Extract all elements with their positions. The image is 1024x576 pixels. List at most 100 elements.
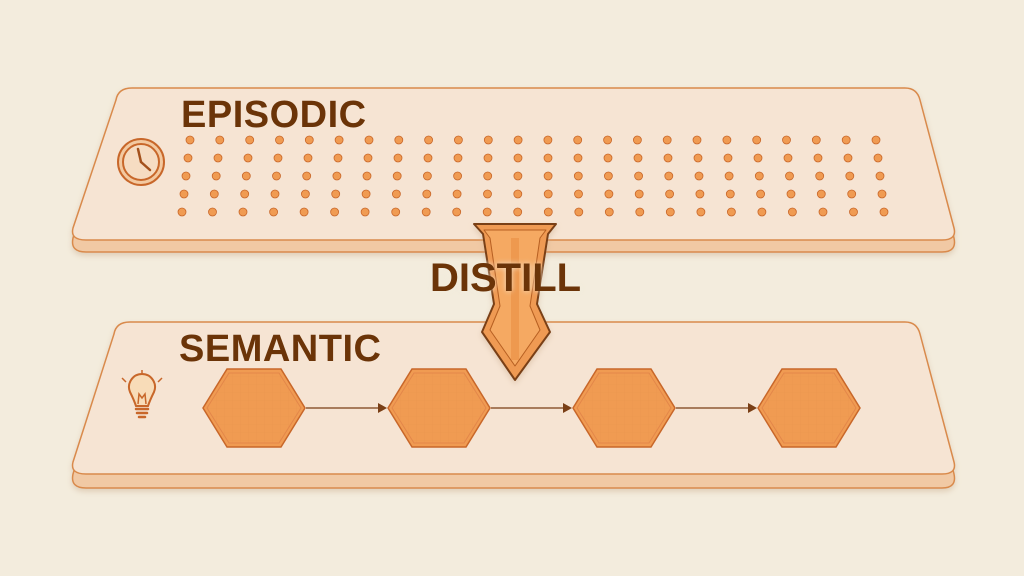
episodic-dot (513, 207, 523, 217)
episodic-dot (788, 207, 797, 217)
episodic-dot (483, 171, 493, 181)
episodic-dot (208, 207, 217, 217)
episodic-dot (725, 189, 735, 199)
episodic-dot (213, 153, 223, 163)
episodic-dot (574, 189, 583, 199)
arrow-down-icon (473, 223, 557, 381)
episodic-dot (696, 207, 706, 217)
episodic-dot (483, 189, 492, 199)
episodic-dot (664, 171, 674, 181)
episodic-dot (543, 171, 553, 181)
episodic-dot (331, 189, 341, 199)
episodic-dot (513, 189, 523, 199)
episodic-dot (693, 153, 703, 163)
episodic-dot (818, 207, 828, 217)
episodic-dot (245, 135, 255, 145)
episodic-dot (179, 189, 189, 199)
episodic-dot (424, 135, 434, 145)
episodic-dot (334, 135, 344, 145)
episodic-dot (604, 207, 614, 217)
episodic-dot (363, 153, 373, 163)
episodic-dot (392, 171, 402, 181)
episodic-dot (633, 135, 642, 145)
episodic-dot (815, 171, 825, 181)
episodic-dot (273, 153, 283, 163)
episodic-dot (364, 135, 374, 145)
episodic-dot (634, 171, 643, 181)
episodic-dot (603, 153, 613, 163)
episodic-dot (782, 135, 791, 145)
episodic-dot (421, 207, 431, 217)
episodic-dot (332, 171, 342, 181)
episodic-dot (362, 171, 372, 181)
episodic-dot (275, 135, 284, 145)
semantic-label: SEMANTIC (179, 328, 382, 370)
episodic-dot (845, 171, 855, 181)
episodic-dot-grid (177, 135, 889, 217)
episodic-dot (635, 207, 645, 217)
episodic-dot (813, 153, 823, 163)
episodic-label: EPISODIC (181, 94, 367, 136)
episodic-dot (330, 207, 340, 217)
episodic-dot (722, 135, 732, 145)
semantic-panel (71, 321, 956, 489)
episodic-dot (662, 135, 672, 145)
episodic-dot (871, 135, 881, 145)
episodic-dot (757, 207, 767, 217)
episodic-dot (694, 171, 704, 181)
episodic-dot (453, 153, 463, 163)
episodic-dot (753, 153, 763, 163)
episodic-dot (269, 207, 279, 217)
episodic-dot (238, 207, 248, 217)
episodic-dot (483, 153, 493, 163)
episodic-dot (727, 207, 736, 217)
episodic-dot (513, 153, 523, 163)
episodic-dot (393, 153, 403, 163)
semantic-link-arrowhead (378, 403, 387, 413)
episodic-dot (665, 207, 675, 217)
episodic-dot (241, 171, 251, 181)
episodic-dot (482, 207, 492, 217)
episodic-dot (243, 153, 253, 163)
episodic-dot (663, 153, 673, 163)
episodic-dot (695, 189, 705, 199)
semantic-link-arrowhead (748, 403, 757, 413)
episodic-dot (543, 207, 553, 217)
episodic-dot (422, 171, 432, 181)
episodic-dot (423, 153, 433, 163)
episodic-dot (391, 207, 401, 217)
episodic-dot (785, 171, 794, 181)
episodic-dot (183, 153, 193, 163)
episodic-dot (394, 135, 404, 145)
semantic-panel-top (71, 321, 956, 475)
episodic-dot (211, 171, 221, 181)
episodic-dot (633, 153, 643, 163)
episodic-dot (724, 171, 734, 181)
episodic-dot (209, 189, 219, 199)
episodic-dot (573, 153, 583, 163)
episodic-dot (361, 189, 371, 199)
episodic-dot (300, 189, 310, 199)
semantic-node-texture (391, 372, 487, 444)
episodic-dot (604, 171, 613, 181)
episodic-dot (573, 171, 583, 181)
episodic-dot (692, 135, 702, 145)
semantic-nodes (202, 368, 861, 448)
episodic-dot (270, 189, 280, 199)
episodic-dot (543, 189, 553, 199)
episodic-dot (573, 135, 583, 145)
episodic-dot (453, 135, 463, 145)
semantic-node-texture (576, 372, 672, 444)
lightbulb-icon (121, 370, 163, 419)
episodic-dot (299, 207, 309, 217)
episodic-dot (873, 153, 883, 163)
episodic-panel (71, 87, 956, 253)
distill-label: DISTILL (430, 256, 582, 300)
episodic-dot (240, 189, 250, 199)
episodic-dot (422, 189, 432, 199)
clock-icon (117, 138, 165, 186)
episodic-dot (723, 153, 733, 163)
episodic-dot (215, 135, 225, 145)
episodic-dot (513, 171, 523, 181)
episodic-dot (783, 153, 793, 163)
